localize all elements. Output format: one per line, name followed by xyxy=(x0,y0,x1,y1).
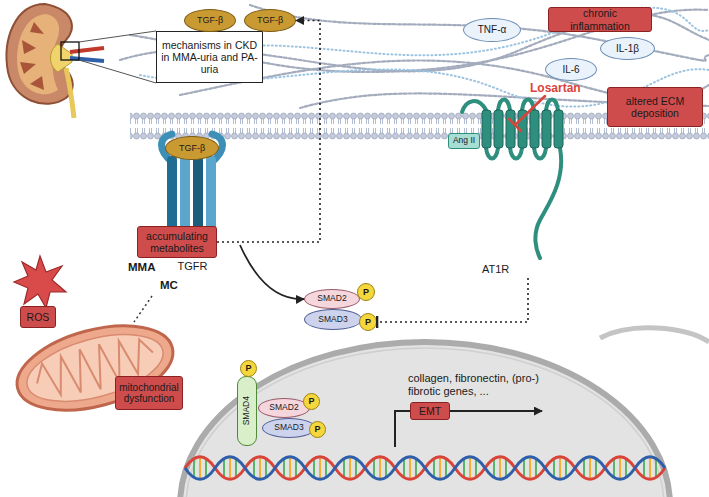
inhibition-line xyxy=(515,96,545,125)
process-label: altered ECM deposition xyxy=(607,87,703,127)
node-text: TNF-α xyxy=(478,24,507,36)
node-text: EMT xyxy=(419,405,441,417)
gene-label: collagen, fibronectin, (pro-) fibrotic g… xyxy=(408,372,558,398)
metabolite-label: MMA xyxy=(128,261,155,275)
kidney-shape xyxy=(7,4,73,104)
node-text: SMAD2 xyxy=(269,403,298,413)
phospho-circle: P xyxy=(357,283,375,301)
at1r-drawing xyxy=(462,100,563,259)
cytokine-ellipse: IL-1β xyxy=(600,37,655,60)
signal-connector xyxy=(217,21,320,243)
process-label: mitochondrial dysfunction xyxy=(115,376,183,410)
inhibition-bar xyxy=(509,119,521,131)
phospho-circle: P xyxy=(303,393,320,410)
kidney-pyramids xyxy=(20,22,44,90)
helix xyxy=(542,110,551,148)
dna-strand xyxy=(185,457,665,480)
zoom-square xyxy=(61,42,79,60)
node-text: TGF-β xyxy=(179,143,205,153)
metabolite-label: MC xyxy=(160,279,178,293)
losartan-inhibition xyxy=(509,96,545,131)
node-text: TGF-β xyxy=(257,15,283,25)
ligand-ellipse: TGF-β xyxy=(165,136,219,160)
node-text: P xyxy=(314,424,320,434)
protein-ellipse: SMAD2 xyxy=(304,289,360,309)
helix xyxy=(482,110,491,148)
node-text: Ang II xyxy=(453,136,475,146)
cytokine-ellipse: IL-6 xyxy=(545,58,597,81)
ros-star xyxy=(14,256,66,308)
node-text: ROS xyxy=(27,311,50,323)
helix xyxy=(506,110,515,148)
node-text: AT1R xyxy=(482,263,509,276)
renal-artery xyxy=(70,48,104,52)
protein-ellipse: SMAD3 xyxy=(304,309,362,330)
node-text: altered ECM deposition xyxy=(611,95,699,119)
node-text: SMAD3 xyxy=(274,423,303,433)
node-text: TGFR xyxy=(178,260,208,273)
node-text: mechanisms in CKD in MMA-uria and PA-uri… xyxy=(161,39,258,75)
ecm-fiber xyxy=(200,8,709,56)
extracellular-loops xyxy=(498,100,558,111)
nuclear-envelope xyxy=(186,348,664,497)
ligand-box: Ang II xyxy=(448,133,480,149)
process-label: ROS xyxy=(20,306,56,328)
protein-pill: SMAD4 xyxy=(237,376,257,446)
nucleus xyxy=(180,342,670,497)
node-text: SMAD3 xyxy=(318,315,347,325)
phospho-circle: P xyxy=(240,360,257,377)
node-text: chronic inflammation xyxy=(552,7,648,31)
dna-strand xyxy=(185,457,665,480)
organelle-edge xyxy=(600,328,709,342)
ureter xyxy=(66,68,74,118)
kidney-illustration xyxy=(7,4,156,118)
node-text: SMAD2 xyxy=(317,294,346,304)
node-text: P xyxy=(245,363,251,373)
drug-label: Losartan xyxy=(530,81,581,95)
node-text: SMAD4 xyxy=(242,396,252,425)
protein-ellipse: SMAD3 xyxy=(262,418,316,438)
node-text: P xyxy=(365,317,371,327)
process-label: EMT xyxy=(410,402,450,420)
receptor: AT1R Ang II xyxy=(448,108,578,278)
process-label: accumulating metabolites xyxy=(137,226,217,258)
phospho-circle: P xyxy=(309,421,326,438)
node-text: P xyxy=(363,287,369,297)
process-label: chronic inflammation xyxy=(548,7,652,32)
signal-connector xyxy=(240,245,304,299)
node-text: IL-1β xyxy=(616,43,639,55)
phospho-circle: P xyxy=(359,313,377,331)
signal-connector xyxy=(377,278,528,322)
zoom-line xyxy=(79,31,156,42)
node-text: P xyxy=(308,396,314,406)
ligand-ellipse: TGF-β xyxy=(184,9,236,32)
node-text: IL-6 xyxy=(562,64,579,76)
zoom-line xyxy=(79,60,156,83)
receptor-chain xyxy=(206,156,216,236)
intracellular-loops xyxy=(486,148,546,159)
c-terminus xyxy=(535,148,561,258)
cytokine-ellipse: TNF-α xyxy=(463,18,521,42)
helix xyxy=(494,110,503,148)
node-text: TGF-β xyxy=(197,15,223,25)
dotted-link xyxy=(134,296,152,322)
context-box: mechanisms in CKD in MMA-uria and PA-uri… xyxy=(156,31,263,83)
helix xyxy=(530,110,539,148)
ligand-ellipse: TGF-β xyxy=(244,9,296,32)
node-text: accumulating metabolites xyxy=(141,230,213,254)
helix xyxy=(554,110,563,148)
node-text: mitochondrial dysfunction xyxy=(119,382,179,405)
